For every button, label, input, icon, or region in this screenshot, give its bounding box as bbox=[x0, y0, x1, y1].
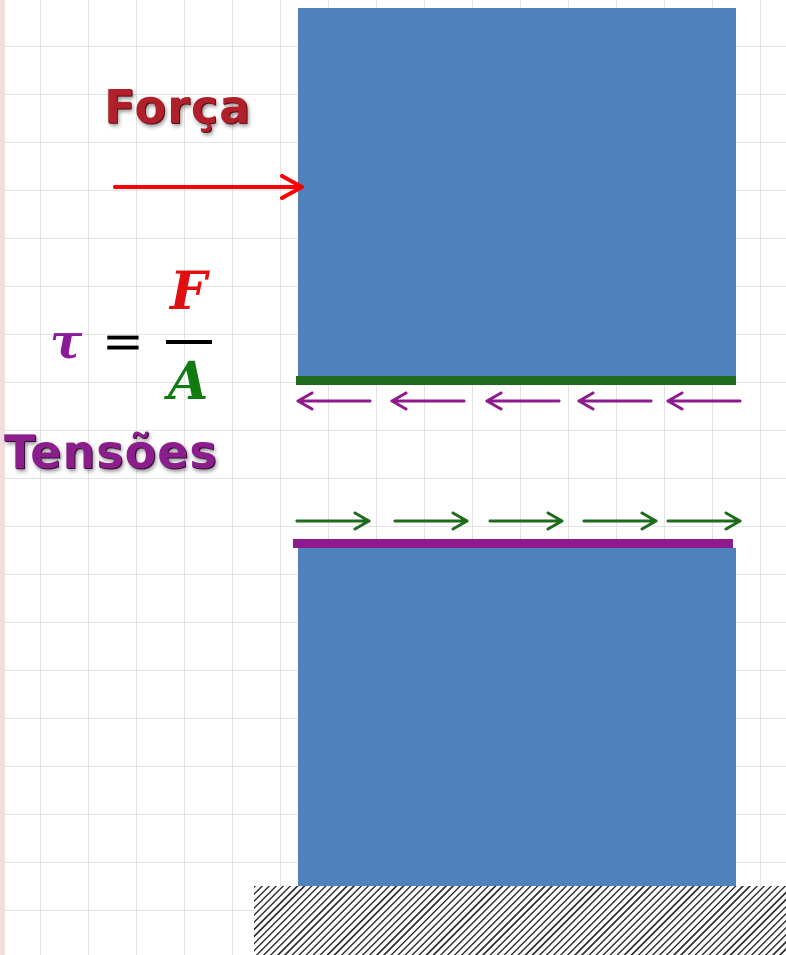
upper-block bbox=[298, 8, 736, 378]
lower-block bbox=[298, 548, 736, 922]
upper-stress-arrow bbox=[390, 391, 466, 411]
upper-stress-arrows bbox=[296, 391, 742, 411]
lower-stress-arrow bbox=[295, 511, 371, 531]
lower-stress-arrow bbox=[393, 511, 469, 531]
lower-stress-arrows bbox=[295, 511, 742, 531]
equals-sign: = bbox=[102, 312, 144, 370]
force-label: Força bbox=[104, 80, 252, 134]
slide-left-edge bbox=[0, 0, 5, 955]
lower-stress-arrow bbox=[488, 511, 564, 531]
force-symbol: F bbox=[170, 261, 207, 322]
upper-stress-arrow bbox=[296, 391, 372, 411]
fixed-support-hatch bbox=[254, 886, 786, 955]
upper-stress-arrow bbox=[666, 391, 742, 411]
upper-block-shear-plane bbox=[296, 376, 736, 385]
upper-stress-arrow bbox=[577, 391, 653, 411]
lower-block-shear-plane bbox=[293, 539, 733, 548]
upper-stress-arrow bbox=[485, 391, 561, 411]
stresses-label: Tensões bbox=[4, 425, 218, 479]
tau-symbol: τ bbox=[50, 314, 83, 370]
fraction-bar bbox=[166, 340, 212, 344]
force-arrow bbox=[113, 174, 304, 200]
lower-stress-arrow bbox=[666, 511, 742, 531]
area-symbol: A bbox=[168, 351, 209, 412]
shear-stress-formula: τ = F A bbox=[0, 0, 260, 420]
lower-stress-arrow bbox=[582, 511, 658, 531]
